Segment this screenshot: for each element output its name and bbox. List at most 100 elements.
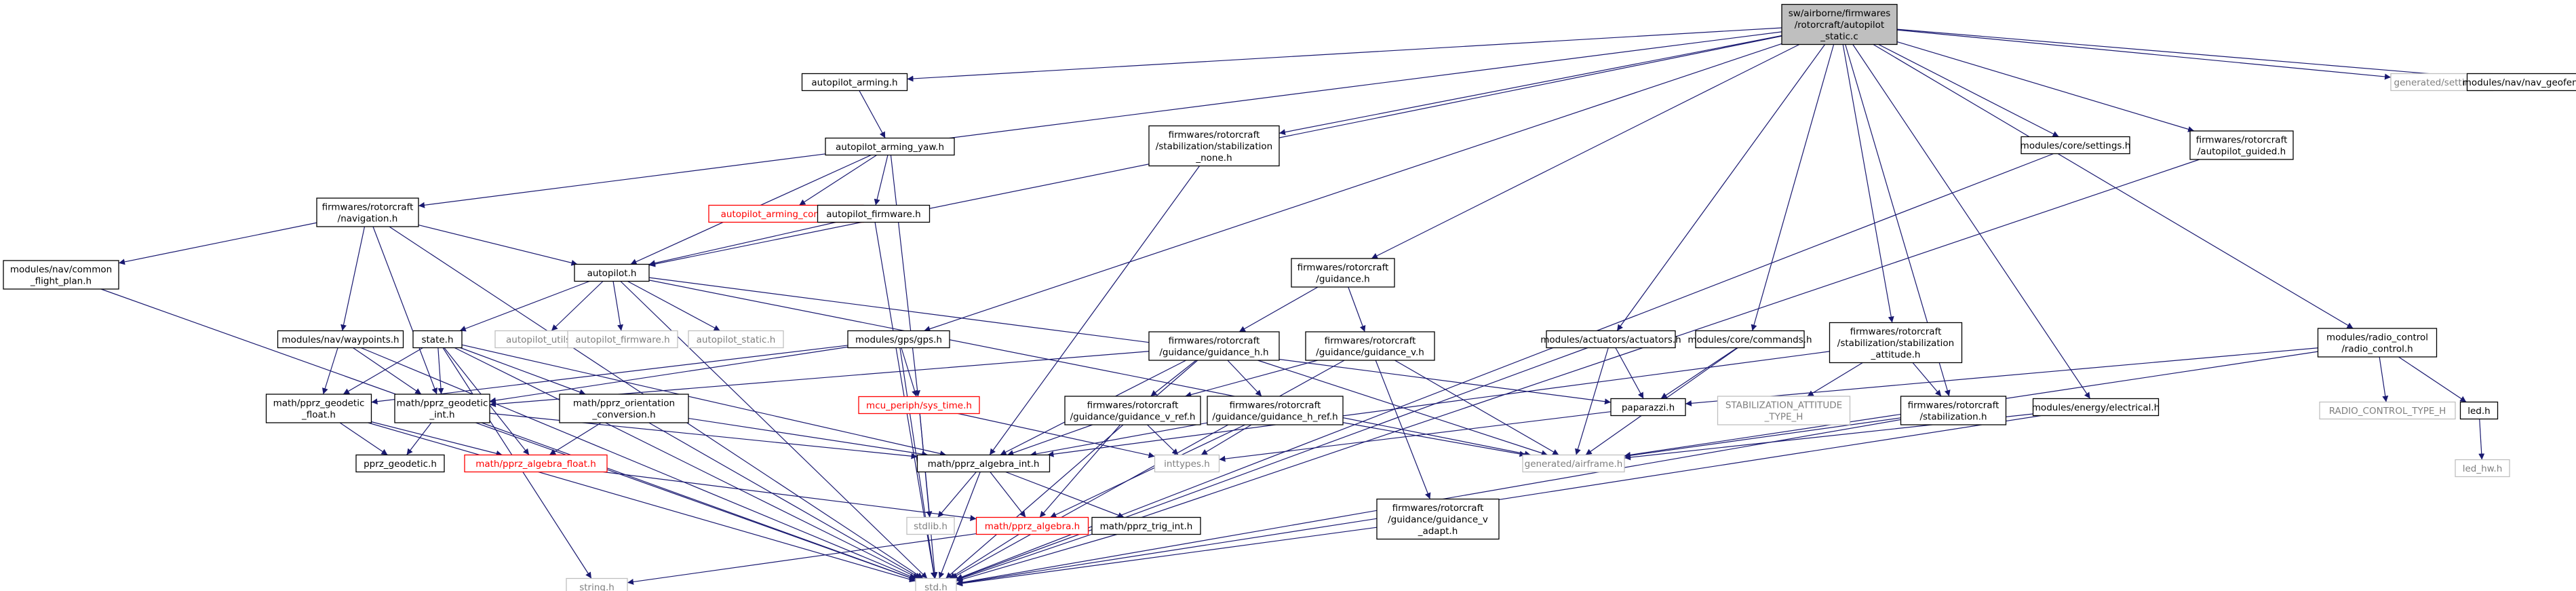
node-box bbox=[1207, 396, 1344, 425]
node-box bbox=[316, 197, 419, 227]
node-box bbox=[2021, 136, 2130, 155]
node-sys-time[interactable]: mcu_periph/sys_time.h bbox=[858, 396, 980, 415]
edge-sys-time-to-std bbox=[919, 413, 938, 579]
node-box bbox=[2189, 130, 2294, 160]
node-box bbox=[1091, 516, 1201, 535]
node-label: autopilot.h bbox=[587, 268, 637, 279]
node-label: math/pprz_algebra.h bbox=[985, 521, 1080, 532]
node-waypoints[interactable]: modules/nav/waypoints.h bbox=[277, 330, 404, 349]
edge-root-to-autopilot-arming bbox=[907, 27, 1782, 82]
node-box bbox=[559, 394, 689, 423]
edge-stabilization-to-airframe bbox=[1624, 417, 1901, 459]
node-label: /stabilization.h bbox=[1919, 412, 1987, 423]
node-orientation[interactable]: math/pprz_orientation_conversion.h bbox=[559, 394, 689, 423]
node-label: modules/radio_control bbox=[2326, 332, 2428, 343]
node-settings[interactable]: modules/core/settings.h bbox=[2021, 136, 2131, 155]
node-std[interactable]: std.h bbox=[915, 577, 957, 591]
node-geofence[interactable]: modules/nav/nav_geofence.h bbox=[2463, 73, 2576, 92]
node-box bbox=[2032, 398, 2160, 417]
node-led-hw[interactable]: led_hw.h bbox=[2455, 459, 2510, 478]
node-trig-int[interactable]: math/pprz_trig_int.h bbox=[1091, 516, 1201, 535]
edge-actuators-to-std bbox=[956, 347, 1588, 581]
node-label: generated/airframe.h bbox=[1525, 459, 1623, 470]
node-guidance-h[interactable]: firmwares/rotorcraft/guidance/guidance_h… bbox=[1148, 331, 1280, 361]
node-state[interactable]: state.h bbox=[412, 330, 463, 349]
node-led[interactable]: led.h bbox=[2459, 401, 2499, 420]
edge-navigation-to-flight-plan bbox=[118, 222, 317, 265]
node-commands[interactable]: modules/core/commands.h bbox=[1687, 330, 1812, 349]
edge-actuators-to-airframe bbox=[1575, 347, 1609, 455]
node-guidance-v-adapt[interactable]: firmwares/rotorcraft/guidance/guidance_v… bbox=[1376, 498, 1500, 540]
node-root[interactable]: sw/airborne/firmwares/rotorcraft/autopil… bbox=[1781, 3, 1898, 45]
edge-root-to-actuators bbox=[1616, 44, 1826, 331]
node-label: /guidance/guidance_v_ref.h bbox=[1070, 412, 1196, 423]
node-box bbox=[801, 73, 908, 92]
node-radio-control[interactable]: modules/radio_control/radio_control.h bbox=[2317, 328, 2438, 358]
node-ap-static[interactable]: autopilot_static.h bbox=[688, 330, 784, 349]
node-electrical[interactable]: modules/energy/electrical.h bbox=[2032, 398, 2160, 417]
node-algebra-int[interactable]: math/pprz_algebra_int.h bbox=[916, 454, 1051, 473]
edge-guidance-v-ref-to-algebra bbox=[1039, 424, 1121, 518]
edge-arming-yaw-to-ap-firmware-h bbox=[874, 155, 889, 206]
edge-geodetic-float-to-algebra-float bbox=[371, 421, 503, 457]
node-label: _int.h bbox=[429, 410, 454, 421]
node-label: stdlib.h bbox=[914, 521, 948, 532]
node-label: firmwares/rotorcraft bbox=[2196, 135, 2288, 146]
node-flight-plan[interactable]: modules/nav/common_flight_plan.h bbox=[3, 260, 119, 290]
node-airframe[interactable]: generated/airframe.h bbox=[1522, 454, 1625, 473]
node-geodetic-float[interactable]: math/pprz_geodetic_float.h bbox=[265, 394, 372, 423]
node-ap-firmware-h[interactable]: autopilot_firmware.h bbox=[817, 204, 931, 223]
node-label: pprz_geodetic.h bbox=[364, 459, 437, 470]
node-algebra-float[interactable]: math/pprz_algebra_float.h bbox=[464, 454, 608, 473]
node-guidance-h-ref[interactable]: firmwares/rotorcraft/guidance/guidance_h… bbox=[1207, 396, 1344, 425]
node-string[interactable]: string.h bbox=[566, 577, 628, 591]
node-actuators[interactable]: modules/actuators/actuators.h bbox=[1540, 330, 1681, 349]
node-stdlib[interactable]: stdlib.h bbox=[906, 516, 955, 535]
node-label: autopilot_utils.h bbox=[506, 335, 579, 345]
node-box bbox=[1064, 396, 1201, 425]
node-stab-att-type[interactable]: STABILIZATION_ATTITUDE_TYPE_H bbox=[1717, 396, 1851, 425]
node-autopilot[interactable]: autopilot.h bbox=[574, 263, 650, 282]
node-box bbox=[906, 516, 955, 535]
node-box bbox=[1522, 454, 1625, 473]
edge-root-to-commands bbox=[1751, 44, 1835, 331]
node-label: generated/settings.h bbox=[2394, 77, 2490, 88]
node-geodetic[interactable]: pprz_geodetic.h bbox=[355, 454, 445, 473]
node-inttypes[interactable]: inttypes.h bbox=[1154, 454, 1220, 473]
node-ap-firmware-ext[interactable]: autopilot_firmware.h bbox=[567, 330, 678, 349]
node-label: autopilot_arming_yaw.h bbox=[836, 142, 944, 153]
node-box bbox=[355, 454, 445, 473]
node-label: /autopilot_guided.h bbox=[2198, 147, 2286, 157]
node-gps[interactable]: modules/gps/gps.h bbox=[847, 330, 950, 349]
node-arming-yaw[interactable]: autopilot_arming_yaw.h bbox=[825, 137, 955, 156]
node-radio-type[interactable]: RADIO_CONTROL_TYPE_H bbox=[2319, 401, 2456, 420]
edge-ap-guided-to-std bbox=[956, 159, 2200, 582]
node-ap-guided[interactable]: firmwares/rotorcraft/autopilot_guided.h bbox=[2189, 130, 2294, 160]
node-guidance-v[interactable]: firmwares/rotorcraft/guidance/guidance_v… bbox=[1305, 331, 1435, 361]
node-geodetic-int[interactable]: math/pprz_geodetic_int.h bbox=[394, 394, 490, 423]
node-box bbox=[412, 330, 463, 349]
node-stab-attitude[interactable]: firmwares/rotorcraft/stabilization/stabi… bbox=[1829, 322, 1963, 364]
node-box bbox=[2459, 401, 2499, 420]
node-stabilization[interactable]: firmwares/rotorcraft/stabilization.h bbox=[1900, 396, 2007, 425]
node-paparazzi[interactable]: paparazzi.h bbox=[1610, 398, 1686, 417]
node-autopilot-arming[interactable]: autopilot_arming.h bbox=[801, 73, 908, 92]
edge-root-to-stab-attitude bbox=[1842, 44, 1894, 323]
node-box bbox=[2319, 401, 2456, 420]
edge-navigation-to-autopilot bbox=[418, 224, 578, 266]
node-label: led.h bbox=[2467, 406, 2490, 417]
node-label: /stabilization/stabilization bbox=[1837, 338, 1954, 349]
node-algebra[interactable]: math/pprz_algebra.h bbox=[975, 516, 1089, 535]
edge-root-to-stab-none bbox=[1279, 35, 1782, 136]
node-guidance-v-ref[interactable]: firmwares/rotorcraft/guidance/guidance_v… bbox=[1064, 396, 1201, 425]
node-navigation[interactable]: firmwares/rotorcraft/navigation.h bbox=[316, 197, 419, 227]
edge-algebra-int-to-trig-int bbox=[1005, 471, 1125, 518]
node-label: autopilot_firmware.h bbox=[826, 209, 920, 220]
edge-autopilot-arming-to-arming-yaw bbox=[859, 90, 886, 138]
edge-gps-to-sys-time bbox=[901, 347, 918, 397]
node-label: _conversion.h bbox=[591, 410, 655, 421]
node-stab-none[interactable]: firmwares/rotorcraft/stabilization/stabi… bbox=[1148, 125, 1280, 167]
edge-algebra-float-to-algebra bbox=[603, 471, 977, 521]
node-box bbox=[915, 577, 957, 591]
node-guidance[interactable]: firmwares/rotorcraft/guidance.h bbox=[1291, 258, 1395, 288]
